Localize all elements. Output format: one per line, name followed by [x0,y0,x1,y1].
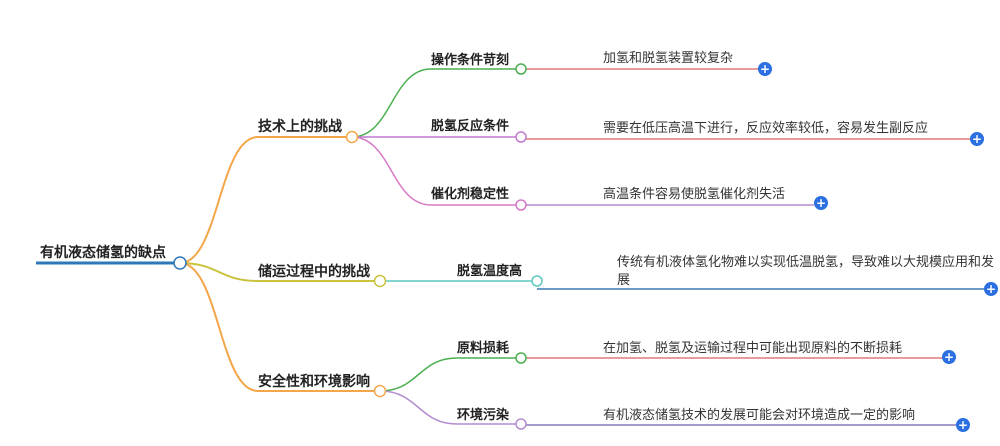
subbranch-connector [351,68,432,138]
leaf-text-complex-equipment[interactable]: 加氢和脱氢装置较复杂 [603,51,734,66]
branch-connector [179,136,259,264]
node-dot [345,130,359,144]
subbranch-label-material-loss[interactable]: 原料损耗 [457,341,510,356]
subbranch-label-high-dehydrogenation-temp[interactable]: 脱氢温度高 [457,264,523,279]
leaf-text-material-loss[interactable]: 在加氢、脱氢及运输过程中可能出现原料的不断损耗 [603,341,903,356]
subbranch-connector [379,357,458,392]
branch-label-safety-environment[interactable]: 安全性和环境影响 [258,374,370,390]
leaf-text-low-temp-difficulty[interactable]: 传统有机液体氢化物难以实现低温脱氢，导致难以大规模应用和发展 [617,255,995,288]
branch-connector [179,262,259,392]
leaf-text-catalyst-deactivation[interactable]: 高温条件容易使脱氢催化剂失活 [603,187,786,202]
node-dot [373,384,387,398]
expand-button[interactable]: + [970,132,984,146]
expand-button[interactable]: + [814,196,828,210]
subbranch-connector [379,390,458,425]
subbranch-label-harsh-conditions[interactable]: 操作条件苛刻 [431,53,510,68]
root-node-label[interactable]: 有机液态储氢的缺点 [40,245,166,261]
branch-connector [179,262,259,282]
leaf-text-environmental-impact[interactable]: 有机液态储氢技术的发展可能会对环境造成一定的影响 [603,408,916,423]
node-dot [173,256,187,270]
expand-button[interactable]: + [984,282,998,296]
node-dot [515,199,527,211]
node-dot [515,131,527,143]
branch-label-storage-transport[interactable]: 储运过程中的挑战 [258,264,370,280]
subbranch-connector [351,136,432,206]
node-dot [373,274,387,288]
expand-button[interactable]: + [758,62,772,76]
leaf-text-low-pressure-high-temp[interactable]: 需要在低压高温下进行，反应效率较低，容易发生副反应 [603,121,929,136]
subbranch-label-dehydrogenation-conditions[interactable]: 脱氢反应条件 [431,119,510,134]
expand-button[interactable]: + [942,350,956,364]
subbranch-label-pollution[interactable]: 环境污染 [457,408,510,423]
expand-button[interactable]: + [956,418,970,432]
branch-label-technical[interactable]: 技术上的挑战 [258,119,342,135]
node-dot [531,275,543,287]
node-dot [515,418,527,430]
subbranch-label-catalyst-stability[interactable]: 催化剂稳定性 [431,187,510,202]
node-dot [515,63,527,75]
node-dot [515,352,527,364]
